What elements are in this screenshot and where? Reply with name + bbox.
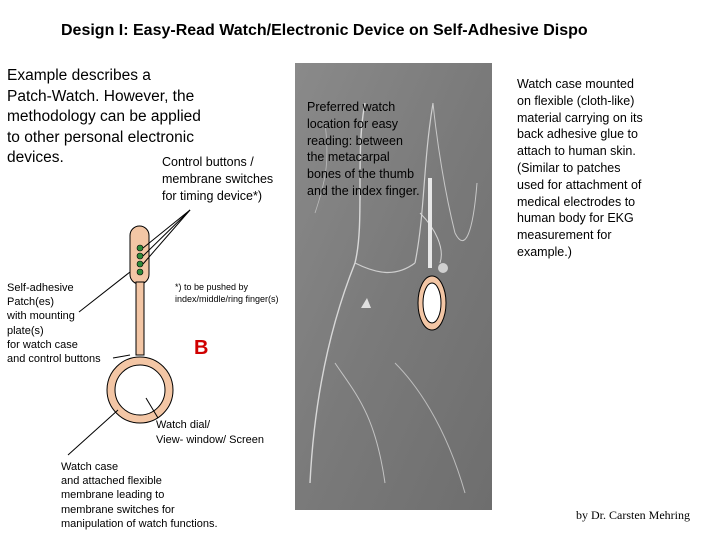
watch-dial-label: Watch dial/ View- window/ Screen	[156, 419, 265, 446]
control-buttons-label: Control buttons / membrane switches for …	[162, 155, 274, 203]
watch-case-membrane-label: Watch case and attached flexible membran…	[61, 461, 218, 530]
preferred-location-label: Preferred watch location for easy readin…	[307, 100, 420, 198]
footnote: *) to be pushed by index/middle/ring fin…	[175, 282, 279, 304]
flexible-membrane	[135, 281, 145, 356]
leader-lines	[67, 209, 191, 456]
intro-text: Example describes a Patch-Watch. However…	[7, 67, 201, 166]
signature: by Dr. Carsten Mehring	[576, 508, 690, 522]
watch-case-description: Watch case mounted on flexible (cloth-li…	[517, 77, 643, 259]
page-title: Design I: Easy-Read Watch/Electronic Dev…	[61, 22, 588, 39]
marker-b: B	[194, 337, 209, 359]
watch-dial	[114, 364, 166, 416]
control-buttons	[136, 244, 144, 276]
hand-photo	[295, 63, 492, 510]
self-adhesive-patch-label: Self-adhesive Patch(es) with mounting pl…	[7, 282, 101, 366]
